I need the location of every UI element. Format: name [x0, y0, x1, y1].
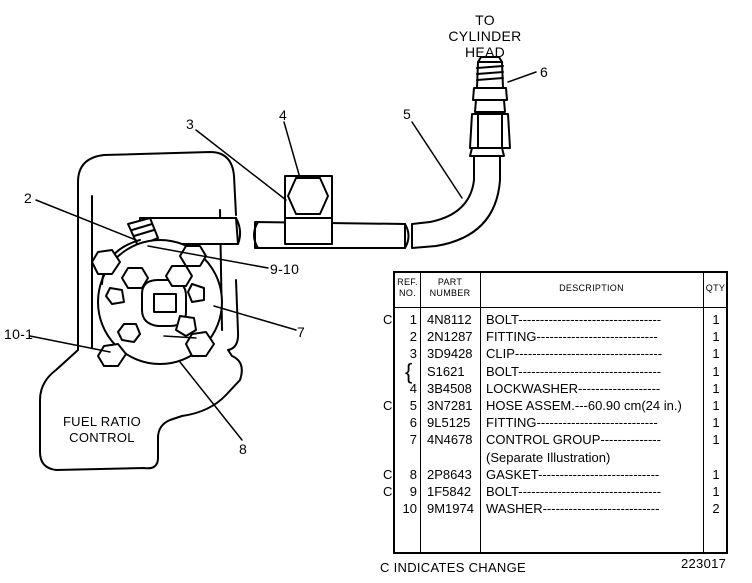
callout-8: 8	[239, 441, 248, 457]
part-number: 3D9428	[427, 346, 473, 362]
part-number: 3B4508	[427, 380, 472, 396]
fitting-6	[472, 56, 508, 113]
change-note: C INDICATES CHANGE	[380, 560, 527, 575]
table-row: C 5 3N7281 HOSE ASSEM.---60.90 cm(24 in.) 1	[383, 397, 726, 414]
callout-2: 2	[24, 190, 33, 206]
hose-5	[411, 113, 511, 249]
ref-no: 4	[409, 380, 417, 396]
callout-to-cylinder-head: TO CYLINDER HEAD	[448, 12, 522, 60]
illustration-code: 223017	[681, 556, 727, 571]
callout-3: 3	[186, 116, 195, 132]
callout-10-1: 10-1	[4, 326, 34, 342]
part-number: 1F5842	[427, 484, 472, 499]
ref-no: 7	[409, 432, 417, 448]
description: (Separate Illustration)	[486, 449, 611, 465]
table-row: 10 9M1974 WASHER--------------------------…	[395, 500, 726, 517]
table-row: 4 3B4508 LOCKWASHER------------------- 1	[395, 380, 726, 397]
callout-9-10: 9-10	[270, 261, 300, 277]
ref-no: 6	[409, 415, 417, 431]
description: BOLT---------------------------------	[486, 312, 662, 327]
header-qty: QTY	[705, 283, 726, 293]
description: GASKET----------------------------	[486, 466, 660, 482]
table-row: 3 3D9428 CLIP-----------------------------…	[395, 345, 726, 362]
part-number: 4N8112	[427, 312, 472, 327]
quantity: 1	[712, 484, 720, 499]
quantity: 2	[712, 501, 720, 517]
ref-no: 1	[409, 312, 417, 327]
ref-no: 9	[409, 484, 417, 499]
brace-ref-4: {	[405, 359, 413, 384]
quantity: 1	[712, 346, 720, 362]
tube-left	[139, 217, 242, 245]
description: WASHER---------------------------	[486, 501, 660, 517]
table-row: C 1 4N8112 BOLT----------------------------…	[383, 311, 726, 328]
description: BOLT---------------------------------	[486, 484, 662, 499]
callout-7: 7	[297, 324, 306, 340]
quantity: 1	[712, 466, 720, 482]
table-row: 2 2N1287 FITTING--------------------------…	[395, 328, 726, 345]
description: CONTROL GROUP--------------	[486, 432, 661, 448]
part-number: 3N7281	[427, 398, 473, 413]
table-row: S1621 BOLT-------------------------------…	[395, 363, 726, 380]
change-marker: C	[383, 484, 393, 499]
part-number: 9L5125	[427, 415, 471, 431]
description: FITTING----------------------------	[486, 329, 658, 345]
change-marker: C	[383, 466, 393, 482]
ref-no: 3	[409, 346, 417, 362]
description: HOSE ASSEM.---60.90 cm(24 in.)	[486, 398, 682, 413]
change-marker: C	[383, 312, 393, 327]
ref-no: 8	[409, 466, 417, 482]
part-number: 9M1974	[427, 501, 474, 517]
ref-no: 10	[402, 501, 417, 517]
description: LOCKWASHER-------------------	[486, 380, 661, 396]
quantity: 1	[712, 415, 720, 431]
quantity: 1	[712, 312, 720, 327]
table-row: (Separate Illustration)	[395, 449, 726, 466]
ref-no: 2	[409, 329, 417, 345]
callout-6: 6	[540, 64, 549, 80]
quantity: 1	[712, 380, 720, 396]
callout-4: 4	[279, 107, 288, 123]
fuel-ratio-control-label: FUEL RATIO CONTROL	[62, 414, 142, 445]
table-row: 6 9L5125 FITTING--------------------------…	[395, 414, 726, 431]
part-number: 2P8643	[427, 466, 472, 482]
control-housing-outline	[39, 151, 243, 471]
leader-lines	[29, 71, 537, 441]
ref-no: 5	[409, 398, 417, 413]
description: FITTING----------------------------	[486, 415, 658, 431]
bolt-4	[287, 177, 329, 215]
description: CLIP----------------------------------	[486, 346, 663, 362]
header-description: DESCRIPTION	[559, 283, 624, 293]
quantity: 1	[712, 363, 720, 379]
quantity: 1	[712, 432, 720, 448]
quantity: 1	[712, 329, 720, 345]
part-number: 2N1287	[427, 329, 473, 345]
part-number: 4N4678	[427, 432, 473, 448]
quantity: 1	[712, 398, 720, 413]
header-ref-no: REF. NO.	[397, 277, 418, 298]
description: BOLT---------------------------------	[486, 363, 662, 379]
control-group-7	[91, 239, 223, 367]
table-row: C 9 1F5842 BOLT----------------------------…	[383, 483, 726, 500]
change-marker: C	[383, 398, 393, 413]
callout-5: 5	[403, 106, 412, 122]
part-number: S1621	[427, 363, 465, 379]
header-part-number: PART NUMBER	[429, 277, 471, 298]
table-row: 7 4N4678 CONTROL GROUP-------------- 1	[395, 431, 726, 448]
